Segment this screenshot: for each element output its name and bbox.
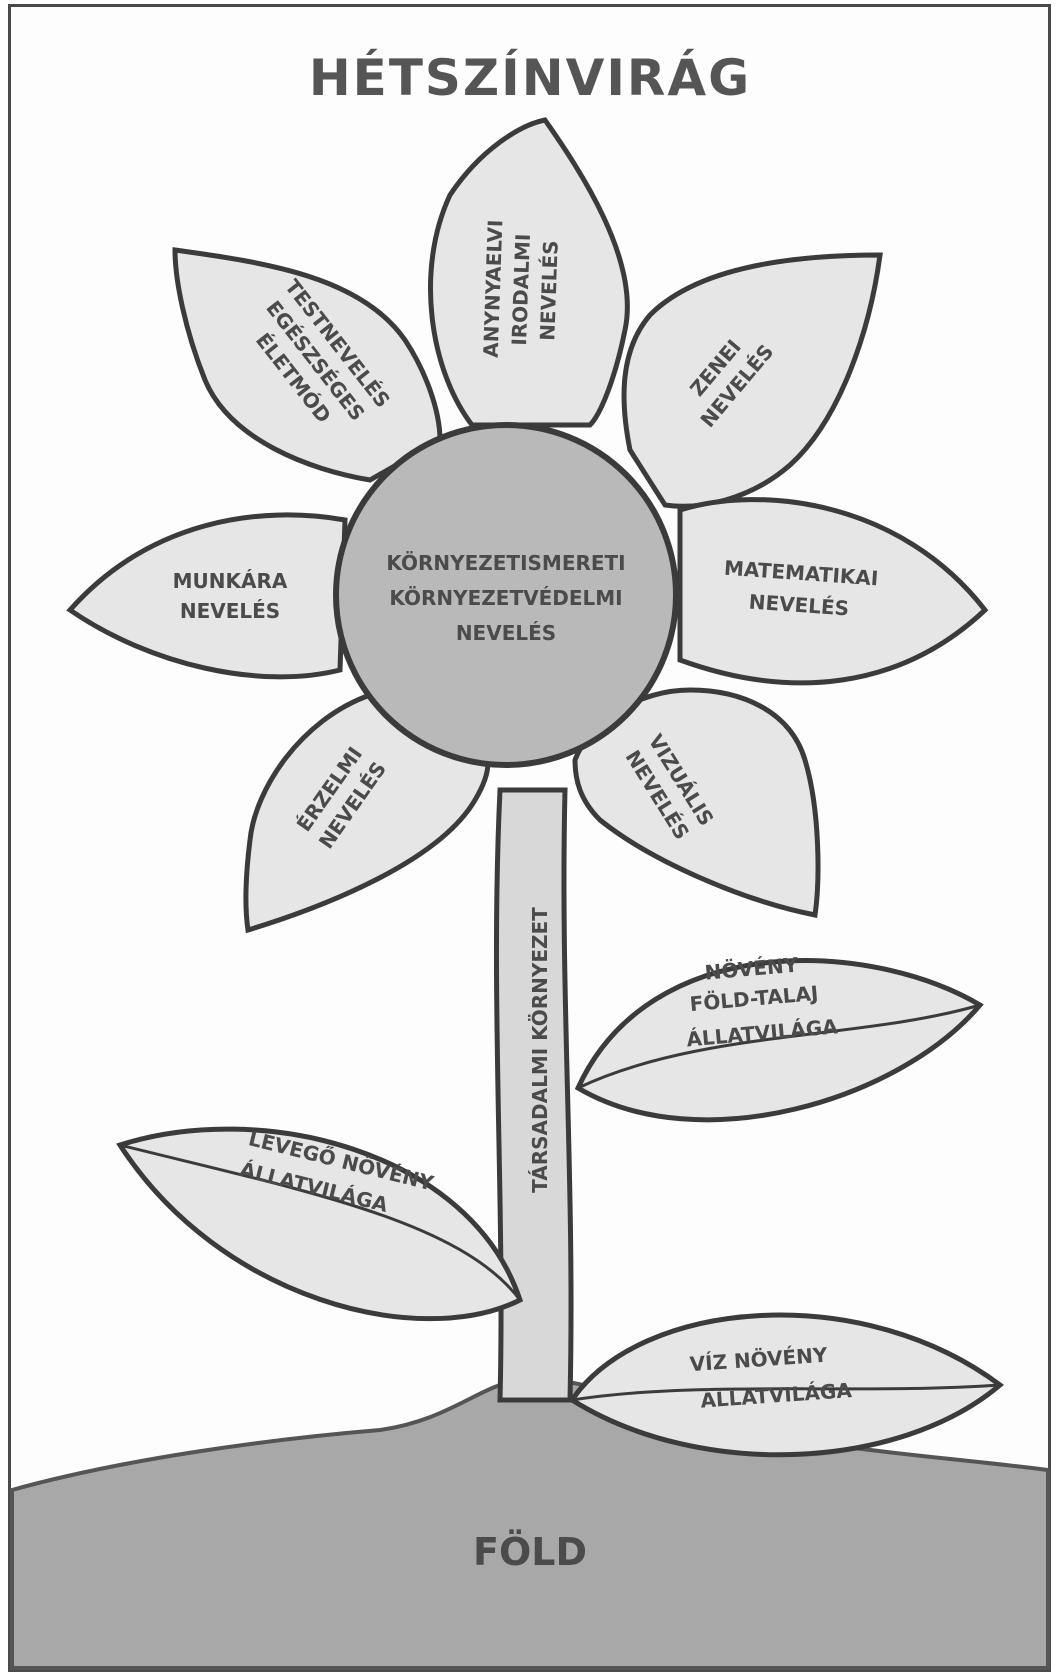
center-label-line-1: KÖRNYEZETISMERETI xyxy=(386,551,625,575)
petal-top-left xyxy=(172,247,443,483)
petal-left-line-2: NEVELÉS xyxy=(180,599,280,623)
petal-top-line-2: IRODALMI xyxy=(507,233,535,346)
stem-label: TÁRSADALMI KÖRNYEZET xyxy=(528,907,552,1193)
petal-top-right xyxy=(621,252,883,509)
center-label-line-3: NEVELÉS xyxy=(456,621,556,645)
petal-bottom-right xyxy=(572,687,821,918)
petal-top xyxy=(428,117,630,428)
petal-top-label: ANYNYAELVI IRODALMI NEVELÉS xyxy=(479,219,563,358)
leaf-lower-right xyxy=(568,1312,1005,1458)
leaf-upper-right xyxy=(574,958,984,1123)
leaf-left xyxy=(116,1126,524,1322)
petal-right xyxy=(677,497,989,686)
center-label: KÖRNYEZETISMERETI KÖRNYEZETVÉDELMI NEVEL… xyxy=(386,551,625,645)
petal-bottom-left xyxy=(243,692,491,934)
petal-left-label: MUNKÁRA NEVELÉS xyxy=(173,569,288,623)
petal-left xyxy=(66,512,348,680)
diagram-title: HÉTSZÍNVIRÁG xyxy=(309,48,751,107)
petal-bottom-left-label: ÉRZELMI NEVELÉS xyxy=(292,742,391,853)
stem-label-text: TÁRSADALMI KÖRNYEZET xyxy=(528,907,552,1193)
center-label-line-2: KÖRNYEZETVÉDELMI xyxy=(389,586,622,610)
petal-top-line-3: NEVELÉS xyxy=(535,240,562,341)
petal-top-line-1: ANYNYAELVI xyxy=(479,219,508,358)
flower-center xyxy=(333,422,679,768)
petal-left-line-1: MUNKÁRA xyxy=(173,569,288,593)
ground-label: FÖLD xyxy=(473,1530,587,1574)
